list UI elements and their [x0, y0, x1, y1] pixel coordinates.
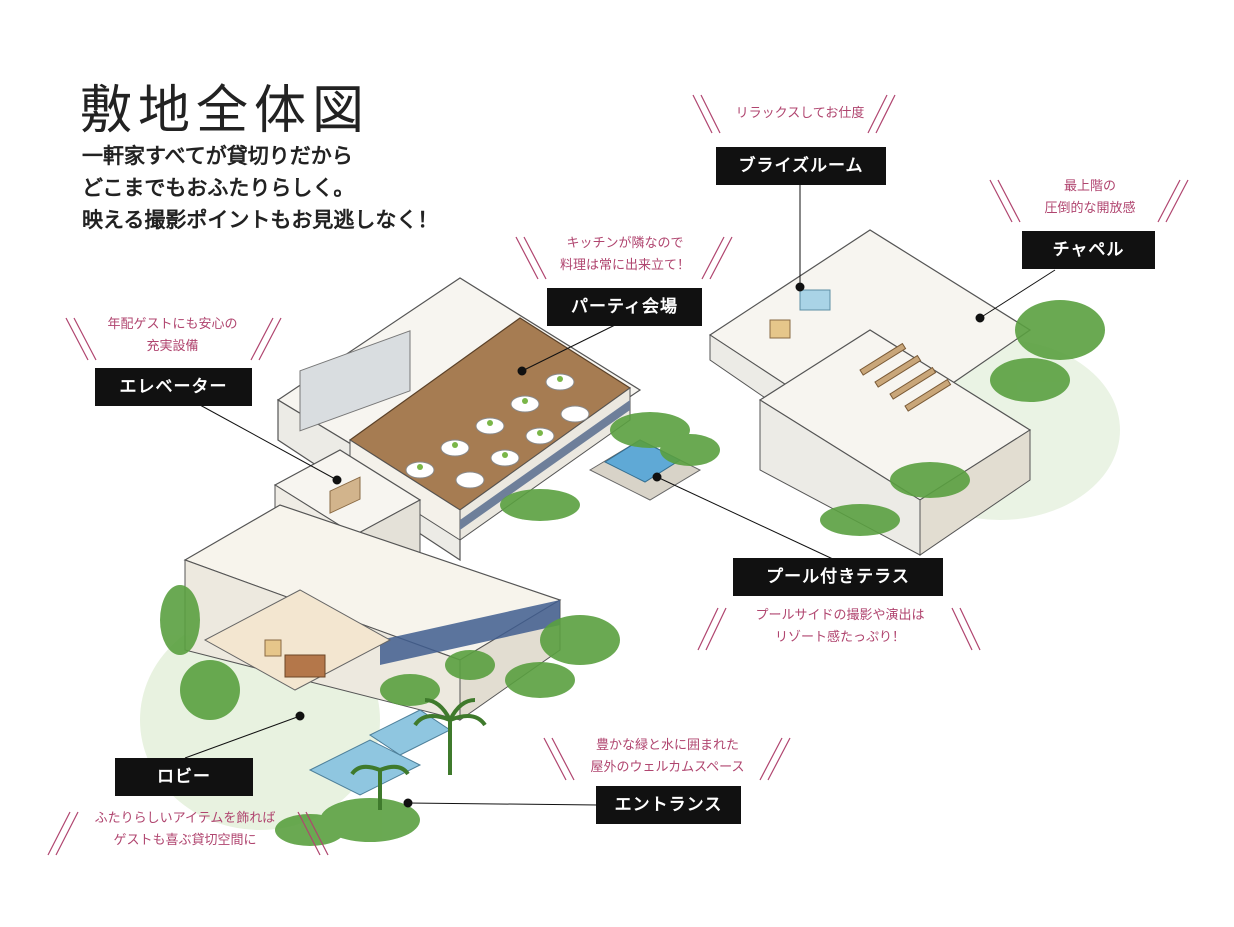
lobby-label[interactable]: ロビー: [115, 758, 253, 796]
leader-lines: [184, 185, 1056, 808]
lobby-caption: ふたりらしいアイテムを飾れば ゲストも喜ぶ貸切空間に: [94, 811, 276, 848]
greenery: [160, 300, 1105, 846]
main-building: [183, 277, 642, 796]
caption-slashes: [47, 94, 1189, 856]
subtitle-line: どこまでもおふたりらしく。: [82, 175, 355, 200]
bridal-room-label[interactable]: ブライズルーム: [716, 147, 886, 185]
chapel-label[interactable]: チャペル: [1022, 231, 1155, 269]
subtitle-line: 一軒家すべてが貸切りだから: [82, 143, 353, 168]
entrance-label[interactable]: エントランス: [596, 786, 741, 824]
chapel-caption: 最上階の 圧倒的な開放感: [1044, 179, 1136, 216]
party-hall-label[interactable]: パーティ会場: [547, 288, 702, 326]
pool-terrace-caption: プールサイドの撮影や演出は リゾート感たっぷり！: [755, 608, 925, 645]
page-title: 敷地全体図: [80, 81, 371, 141]
palm-trees: [350, 698, 487, 810]
bridal-room-caption: リラックスしてお仕度: [735, 106, 865, 121]
lobby-floor: [203, 589, 392, 691]
pool-terrace-label[interactable]: プール付きテラス: [733, 558, 943, 596]
chapel-building: [708, 229, 1032, 556]
elevator-label[interactable]: エレベーター: [95, 368, 252, 406]
party-hall-caption: キッチンが隣なので 料理は常に出来立て！: [559, 236, 690, 273]
elevator-caption: 年配ゲストにも安心の 充実設備: [107, 317, 238, 354]
entrance-caption: 豊かな緑と水に囲まれた 屋外のウェルカムスペース: [590, 738, 745, 775]
page-subtitle: 一軒家すべてが貸切りだから どこまでもおふたりらしく。 映える撮影ポイントもお見…: [82, 140, 438, 236]
subtitle-line: 映える撮影ポイントもお見逃しなく！: [82, 207, 439, 232]
